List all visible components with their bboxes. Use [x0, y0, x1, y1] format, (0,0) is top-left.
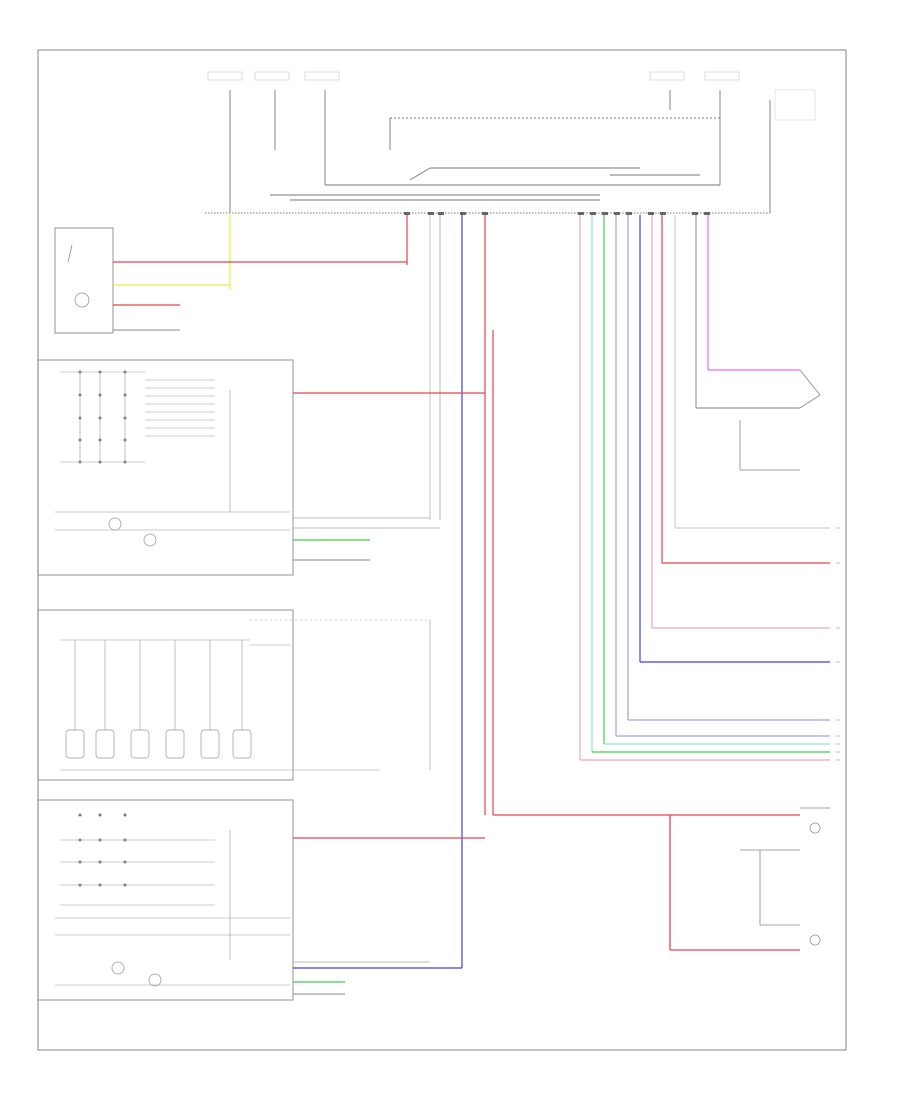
- fuse-bus: [205, 90, 771, 214]
- right-edge-ticks: [836, 527, 840, 761]
- switch-block-top: [54, 227, 407, 334]
- door-switch: [739, 369, 821, 471]
- control-unit-block-2: [37, 609, 431, 781]
- vertical-harness: [229, 213, 709, 968]
- control-unit-block-1: [37, 359, 485, 576]
- fuse-labels: [207, 71, 816, 121]
- control-unit-block-3: [37, 799, 485, 1001]
- right-outputs: [580, 369, 830, 761]
- bus-connectors: [404, 212, 710, 215]
- lamp-circuit: [493, 807, 830, 951]
